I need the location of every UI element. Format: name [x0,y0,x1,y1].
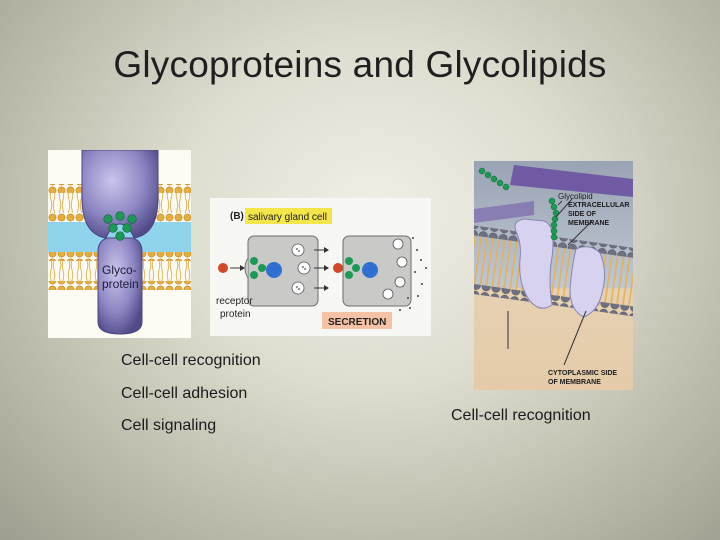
glycoprotein-label-line1: Glyco- [102,263,137,277]
bullet-recognition: Cell-cell recognition [121,352,261,369]
extracellular-label-line3: MEMBRANE [568,220,610,227]
salivary-cell-figure: (B) salivary gland cell rec [210,198,431,336]
receptor-label-line1: receptor [216,296,253,307]
glycoprotein-label-line2: protein [102,277,139,291]
right-caption: Cell-cell recognition [451,407,591,424]
glycolipid-label: Glycolipid [558,192,593,201]
extracellular-label-line2: SIDE OF [568,211,597,218]
cell-label: salivary gland cell [248,212,327,223]
cytoplasmic-label-line1: CYTOPLASMIC SIDE [548,370,617,377]
extracellular-label-line1: EXTRACELLULAR [568,202,629,209]
cytoplasmic-label-line2: OF MEMBRANE [548,379,601,386]
bullet-signaling: Cell signaling [121,417,217,434]
glycoprotein-figure: Glyco- protein [48,150,191,338]
panel-tag: (B) [230,211,244,222]
cell-label-highlight [245,208,332,224]
bullet-adhesion: Cell-cell adhesion [121,385,248,402]
slide-title: Glycoproteins and Glycolipids [113,44,607,85]
secretion-box [322,312,392,329]
receptor-label-line2: protein [220,309,251,320]
secretion-label: SECRETION [328,317,386,328]
glycolipid-figure: Glycolipid EXTRACELLULAR SIDE OF MEMBRAN… [474,161,633,390]
